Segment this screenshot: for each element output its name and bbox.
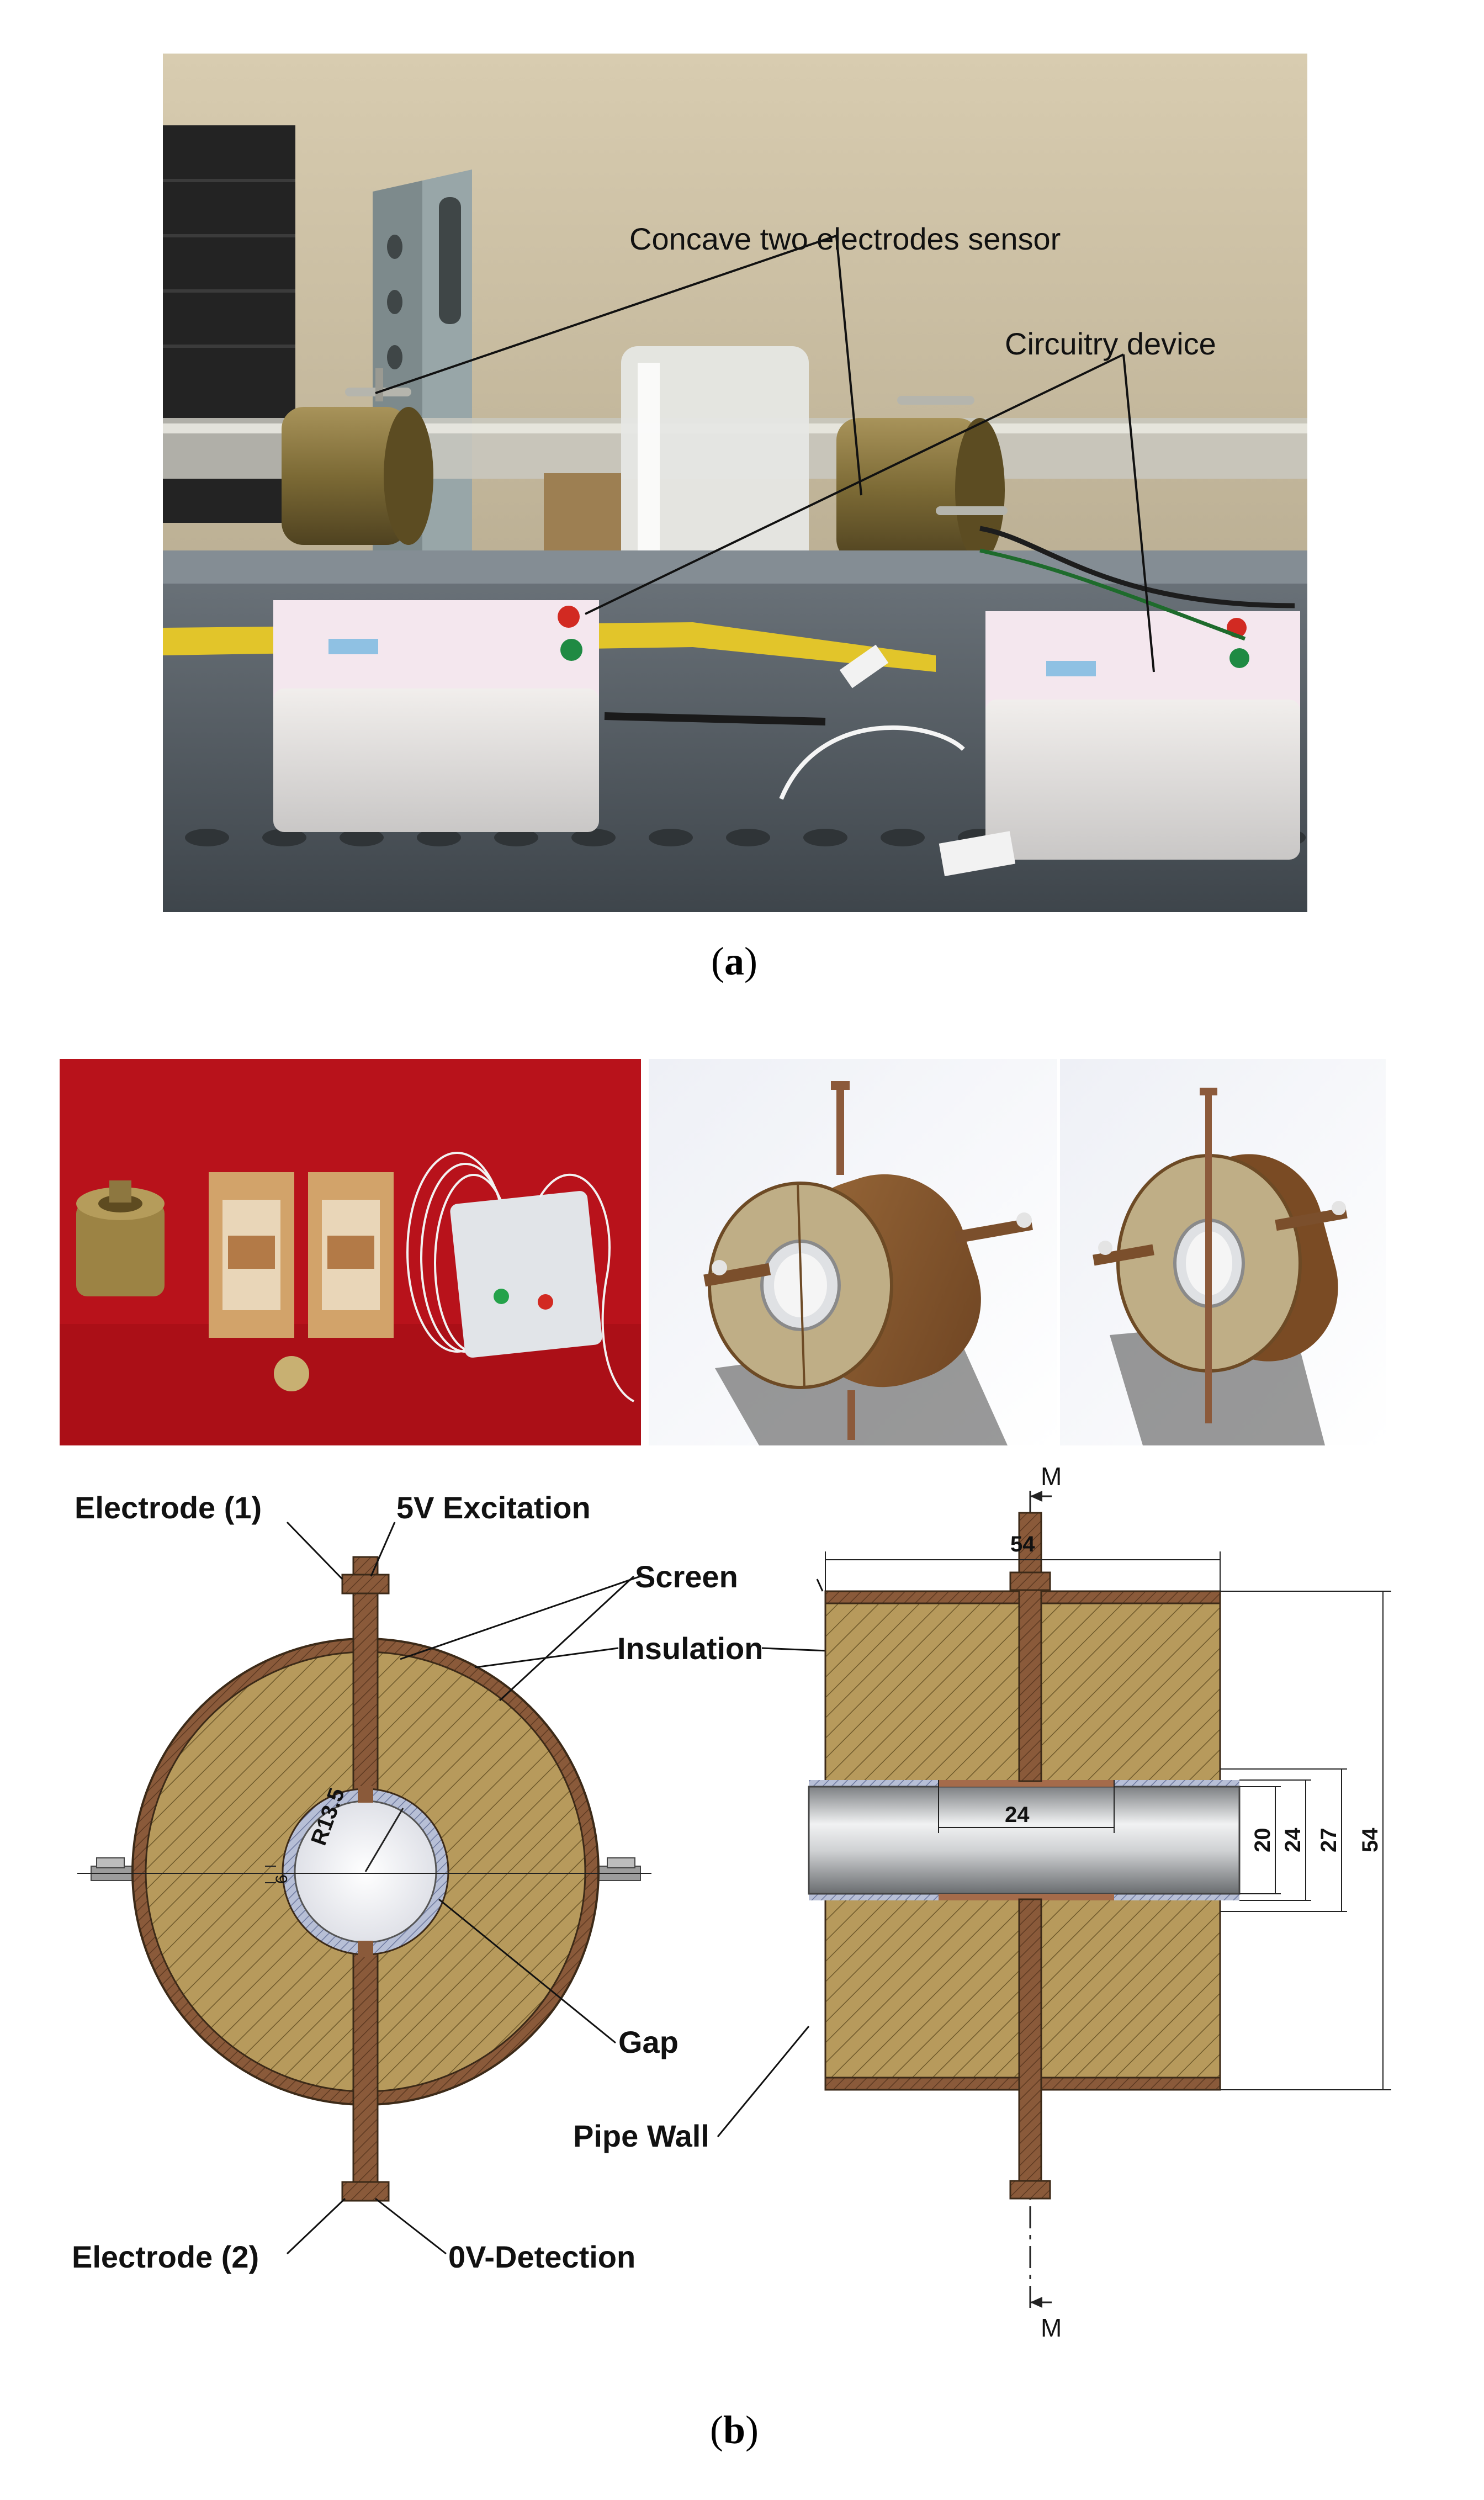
caption-a-close: ) bbox=[744, 939, 757, 983]
label-screen: Screen bbox=[635, 1559, 738, 1594]
dim-electrode-length: 24 bbox=[1005, 1803, 1030, 1827]
render-front-view bbox=[649, 1059, 1057, 1445]
engineering-drawing: R13.5 6 Electrode (1) 5V Excitation Elec… bbox=[0, 1447, 1484, 2363]
render-cross-section bbox=[1060, 1059, 1386, 1445]
sensor-label-text: Concave two electrodes sensor bbox=[629, 221, 1061, 256]
dim-total-height: 54 bbox=[1358, 1828, 1382, 1852]
section-mark-top: M bbox=[1041, 1462, 1062, 1491]
dim-insulation-inner: 27 bbox=[1317, 1828, 1341, 1853]
label-electrode-2: Electrode (2) bbox=[72, 2239, 259, 2274]
dim-inner-diameter: 20 bbox=[1250, 1828, 1275, 1853]
dim-length: 54 bbox=[1010, 1532, 1035, 1556]
caption-a-letter: a bbox=[724, 939, 744, 983]
disassembled-sensor-photo bbox=[60, 1059, 641, 1445]
sensor-3d-render-1 bbox=[649, 1059, 1057, 1445]
label-insulation: Insulation bbox=[617, 1631, 763, 1666]
section-mark-bottom: M bbox=[1041, 2313, 1062, 2342]
dim-pipe-outer: 24 bbox=[1281, 1828, 1305, 1852]
panel-a-photo: Concave two electrodes sensor Circuitry … bbox=[163, 54, 1307, 912]
label-pipe-wall: Pipe Wall bbox=[573, 2118, 709, 2153]
caption-b-close: ) bbox=[745, 2408, 759, 2452]
caption-b-letter: b bbox=[723, 2408, 746, 2452]
label-excitation: 5V Excitation bbox=[396, 1490, 591, 1525]
sensor-3d-render-2 bbox=[1060, 1059, 1386, 1445]
sensor-drawing: R13.5 6 Electrode (1) 5V Excitation Elec… bbox=[72, 1462, 1391, 2342]
caption-a-open: ( bbox=[711, 939, 724, 983]
label-electrode-1: Electrode (1) bbox=[75, 1490, 262, 1525]
lab-setup-photo: Concave two electrodes sensor Circuitry … bbox=[163, 54, 1307, 912]
caption-b: (b) bbox=[679, 2407, 789, 2453]
caption-b-open: ( bbox=[709, 2408, 723, 2452]
label-gap: Gap bbox=[618, 2025, 679, 2059]
label-detection: 0V-Detection bbox=[448, 2239, 635, 2274]
gap-dim: 6 bbox=[273, 1874, 291, 1884]
caption-a: (a) bbox=[679, 939, 789, 984]
components-photo bbox=[60, 1059, 641, 1445]
circuit-label-text: Circuitry device bbox=[1005, 326, 1216, 361]
